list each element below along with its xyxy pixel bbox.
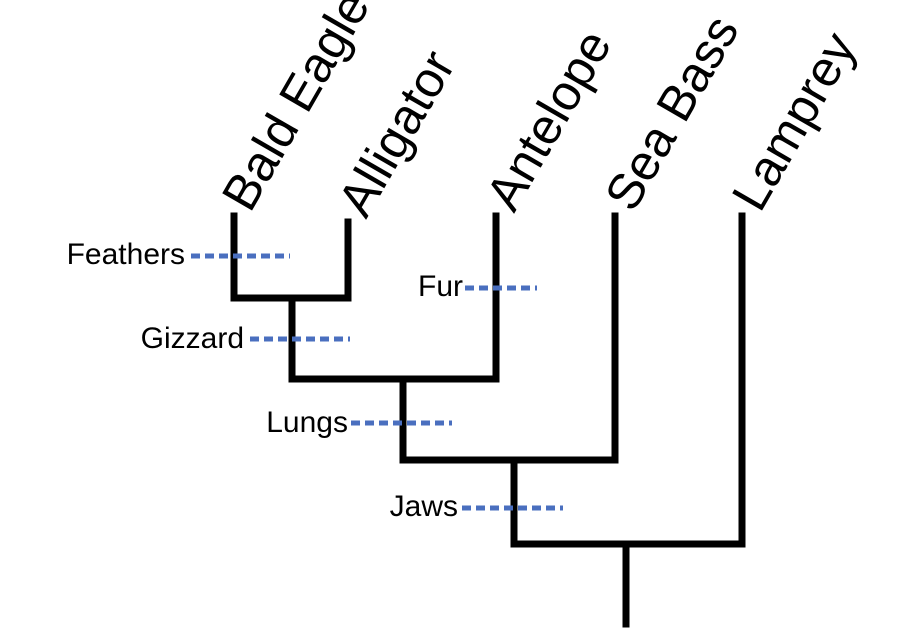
taxon-labels: Bald Eagle Alligator Antelope Sea Bass L… <box>211 0 867 225</box>
tree-branches <box>230 212 746 628</box>
trait-label-jaws: Jaws <box>390 490 458 523</box>
trait-label-gizzard: Gizzard <box>141 322 244 355</box>
branch-lamprey <box>510 212 746 548</box>
trait-markers <box>191 253 563 511</box>
branch-sea-bass <box>399 212 619 464</box>
trait-label-lungs: Lungs <box>266 406 348 439</box>
branch-antelope <box>288 212 500 383</box>
taxon-label-alligator: Alligator <box>327 41 466 225</box>
trait-label-feathers: Feathers <box>67 238 185 271</box>
taxon-label-lamprey: Lamprey <box>721 23 867 219</box>
trait-label-fur: Fur <box>418 270 463 303</box>
trait-labels: Feathers Gizzard Fur Lungs Jaws <box>67 238 463 523</box>
